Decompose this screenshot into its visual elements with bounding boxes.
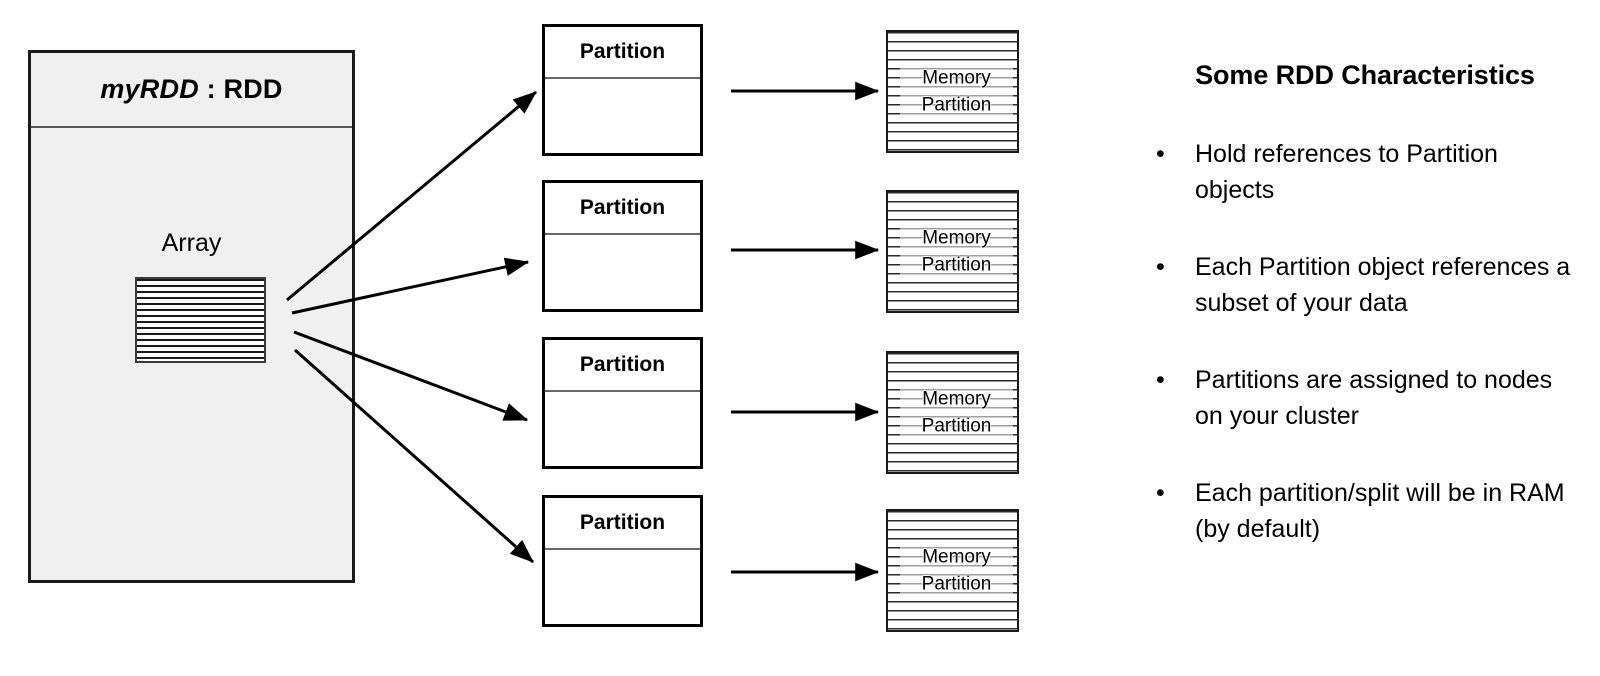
memory-partition-line2-1: Partition <box>921 94 992 116</box>
array-label: Array <box>161 229 222 257</box>
bullet-text-3: Partitions are assigned to nodes on your… <box>1195 366 1553 430</box>
partition-box-2: Partition <box>542 180 703 312</box>
partition-body-4 <box>545 550 700 676</box>
list-item: • Partitions are assigned to nodes on yo… <box>1150 363 1580 434</box>
memory-partition-text-4: Memory Partition <box>900 542 1013 599</box>
panel-title: Some RDD Characteristics <box>1195 60 1535 90</box>
memory-partition-text-1: Memory Partition <box>900 63 1013 120</box>
partition-label-2: Partition <box>579 196 666 219</box>
bullet-text-1: Hold references to Partition objects <box>1195 140 1498 204</box>
bullet-marker-icon: • <box>1156 479 1165 507</box>
bullet-marker-icon: • <box>1156 366 1165 394</box>
memory-partition-text-2: Memory Partition <box>900 223 1013 280</box>
partition-header-1: Partition <box>545 27 700 79</box>
memory-partition-box-4: Memory Partition <box>886 509 1019 632</box>
characteristics-panel: Some RDD Characteristics • Hold referenc… <box>1150 60 1580 547</box>
partition-box-4: Partition <box>542 495 703 627</box>
partition-label-1: Partition <box>579 40 666 63</box>
partition-label-3: Partition <box>579 353 666 376</box>
partition-label-4: Partition <box>579 511 666 534</box>
rdd-instance-name: myRDD <box>100 74 199 104</box>
bullet-text-2: Each Partition object references a subse… <box>1195 253 1571 317</box>
rdd-object-box: myRDD : RDD Array <box>28 50 355 583</box>
list-item: • Hold references to Partition objects <box>1150 137 1580 208</box>
partition-box-3: Partition <box>542 337 703 469</box>
partition-header-3: Partition <box>545 340 700 392</box>
rdd-type-label: : RDD <box>198 74 283 104</box>
memory-partition-line1-2: Memory <box>922 226 991 248</box>
rdd-header: myRDD : RDD <box>31 53 352 128</box>
partition-header-2: Partition <box>545 183 700 235</box>
partition-box-1: Partition <box>542 24 703 156</box>
memory-partition-box-3: Memory Partition <box>886 351 1019 474</box>
memory-partition-line2-3: Partition <box>921 415 992 437</box>
memory-partition-line1-1: Memory <box>922 66 991 88</box>
rdd-title: myRDD : RDD <box>100 74 282 105</box>
striped-array-block-icon <box>135 277 266 363</box>
characteristics-list: • Hold references to Partition objects •… <box>1150 137 1580 547</box>
memory-partition-line2-4: Partition <box>921 573 992 595</box>
memory-partition-box-1: Memory Partition <box>886 30 1019 153</box>
memory-partition-line1-3: Memory <box>922 387 991 409</box>
list-item: • Each partition/split will be in RAM (b… <box>1150 476 1580 547</box>
list-item: • Each Partition object references a sub… <box>1150 250 1580 321</box>
bullet-marker-icon: • <box>1156 253 1165 281</box>
memory-partition-box-2: Memory Partition <box>886 190 1019 313</box>
memory-partition-line1-4: Memory <box>922 545 991 567</box>
bullet-text-4: Each partition/split will be in RAM (by … <box>1195 479 1565 543</box>
partition-header-4: Partition <box>545 498 700 550</box>
bullet-marker-icon: • <box>1156 140 1165 168</box>
memory-partition-line2-2: Partition <box>921 254 992 276</box>
partition-to-memory-arrows <box>731 81 880 582</box>
memory-partition-text-3: Memory Partition <box>900 384 1013 441</box>
